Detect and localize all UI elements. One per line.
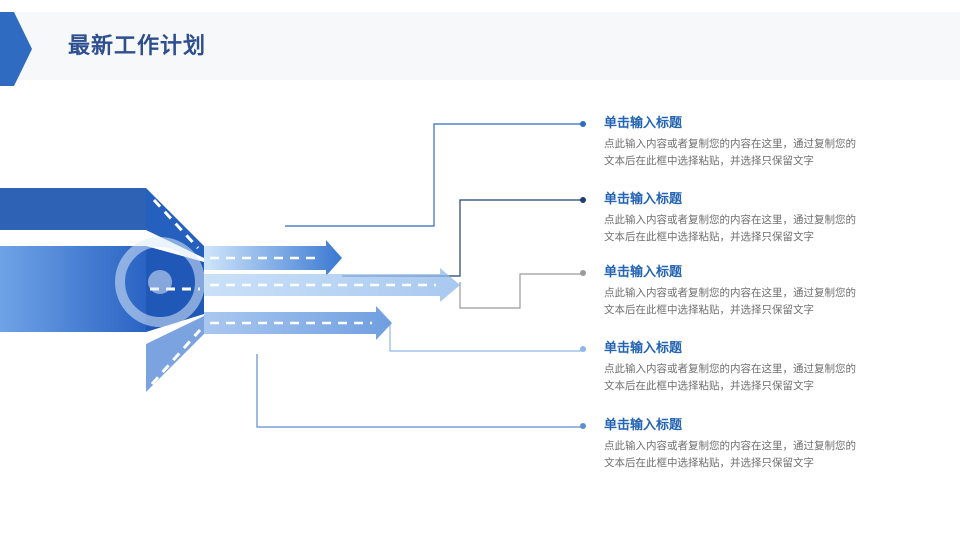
- arrow-road-1: [204, 240, 342, 276]
- bullet-dot-icon: [580, 346, 586, 352]
- item-description[interactable]: 点此输入内容或者复制您的内容在这里，通过复制您的文本后在此框中选择粘贴，并选择只…: [604, 138, 856, 167]
- bullet-dot-icon: [580, 121, 586, 127]
- bullet-dot-icon: [580, 270, 586, 276]
- connector-5: [256, 354, 582, 428]
- arrow-road-2: [204, 268, 460, 302]
- bullet-dot-icon: [580, 197, 586, 203]
- connector-lines: [256, 123, 582, 428]
- road-top: [0, 188, 204, 258]
- item-description[interactable]: 点此输入内容或者复制您的内容在这里，通过复制您的文本后在此框中选择粘贴，并选择只…: [604, 440, 856, 469]
- item-description[interactable]: 点此输入内容或者复制您的内容在这里，通过复制您的文本后在此框中选择粘贴，并选择只…: [604, 287, 856, 316]
- connector-1: [285, 123, 582, 227]
- item-title[interactable]: 单击输入标题: [604, 341, 683, 356]
- page-title: 最新工作计划: [68, 34, 207, 59]
- connector-3: [459, 273, 582, 309]
- item-title[interactable]: 单击输入标题: [604, 265, 683, 280]
- item-title[interactable]: 单击输入标题: [604, 116, 683, 131]
- center-emblem: [115, 237, 205, 327]
- header-band: [0, 12, 960, 80]
- item-title[interactable]: 单击输入标题: [604, 192, 683, 207]
- item-title[interactable]: 单击输入标题: [604, 418, 683, 433]
- bullet-dot-icon: [580, 423, 586, 429]
- connector-4: [389, 324, 582, 352]
- arrow-road-3: [204, 306, 392, 340]
- header-accent-shape: [0, 12, 32, 86]
- road-bottom: [146, 316, 204, 392]
- item-description[interactable]: 点此输入内容或者复制您的内容在这里，通过复制您的文本后在此框中选择粘贴，并选择只…: [604, 363, 856, 392]
- connector-2: [342, 199, 582, 277]
- item-description[interactable]: 点此输入内容或者复制您的内容在这里，通过复制您的文本后在此框中选择粘贴，并选择只…: [604, 214, 856, 243]
